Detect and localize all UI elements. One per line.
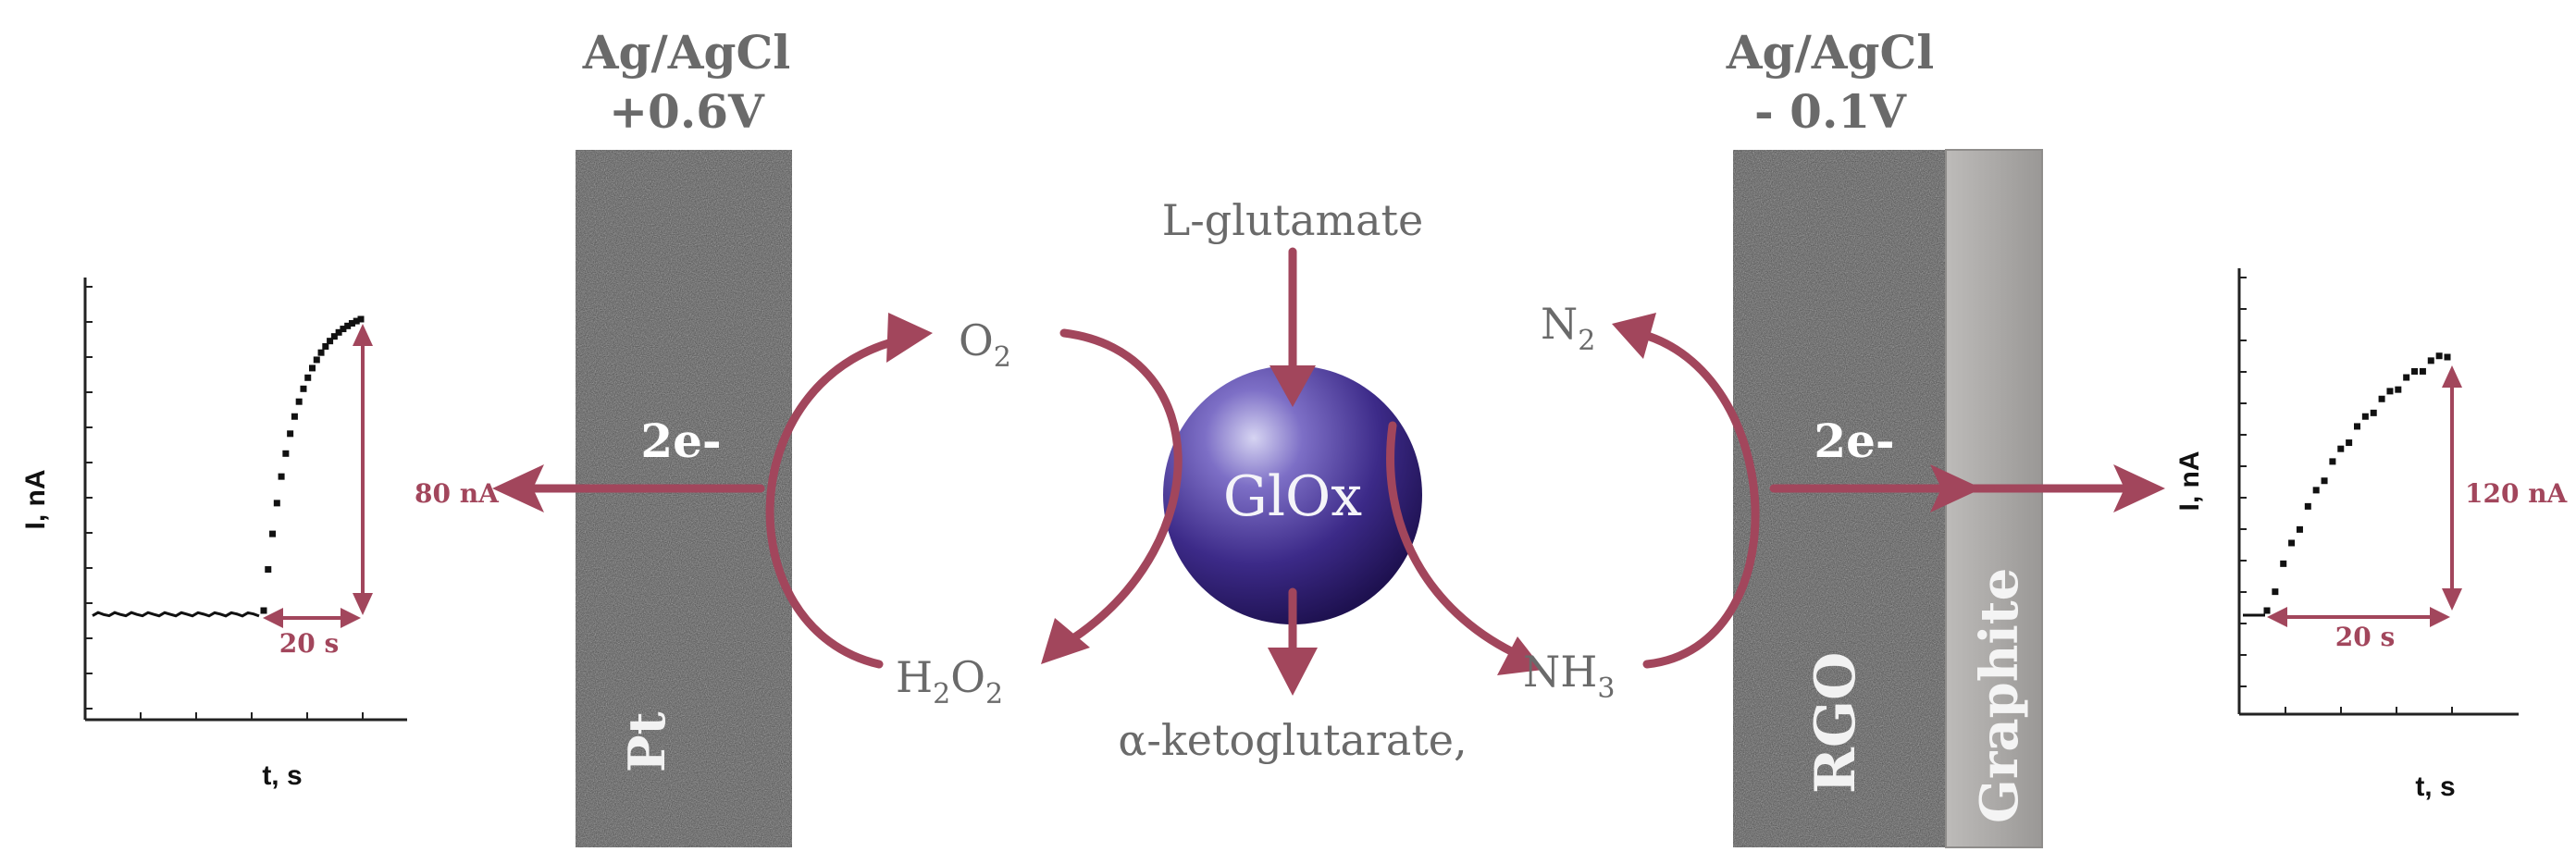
- right-trace-point: [2321, 477, 2328, 485]
- left-delta-time: 20 s: [279, 628, 339, 659]
- right-trace-point: [2386, 388, 2394, 395]
- nh3-label: NH3: [1523, 647, 1615, 705]
- right-reference-label: Ag/AgCl: [1726, 25, 1935, 80]
- left-trace-point: [265, 566, 272, 574]
- right-trace-point: [2304, 502, 2311, 510]
- right-delta-time: 20 s: [2335, 622, 2395, 652]
- left-trace-point: [269, 530, 277, 537]
- glox-label: GlOx: [1223, 464, 1362, 529]
- left-electrons-label: 2e-: [640, 414, 721, 468]
- left-trace-point: [344, 322, 352, 329]
- glox-enzyme: GlOx: [1163, 365, 1422, 624]
- right-trace-point: [2296, 525, 2303, 533]
- right-trace-point: [2378, 395, 2385, 402]
- left-trace-point: [313, 356, 320, 364]
- right-trace-point: [2337, 445, 2345, 452]
- right-trace-point: [2419, 367, 2426, 375]
- right-electrons-label: 2e-: [1814, 414, 1894, 468]
- right-delta-current: 120 nA: [2465, 478, 2569, 509]
- rgo-electrode: RGO: [1733, 150, 1946, 847]
- left-trace-point: [273, 500, 280, 507]
- pt-label: Pt: [617, 711, 676, 772]
- left-trace-point: [317, 349, 325, 356]
- right-trace-point: [2329, 458, 2336, 465]
- o2-h2o2-arc: [1059, 328, 1183, 643]
- l-glutamate-label: L-glutamate: [1162, 195, 1424, 245]
- alpha-ketoglutarate-label: α-ketoglutarate,: [1118, 715, 1467, 765]
- left-graph-xlabel: t, s: [262, 760, 302, 791]
- left-trace-point: [335, 328, 342, 336]
- right-trace-point: [2354, 423, 2360, 430]
- right-trace-point: [2403, 374, 2410, 381]
- left-current-graph: 80 nA 20 s I, nA t, s: [20, 278, 500, 791]
- right-trace-point: [2395, 386, 2402, 393]
- right-trace-point: [2370, 409, 2377, 416]
- nh3-arc: [1386, 421, 1517, 657]
- left-trace-point: [330, 333, 338, 340]
- pt-electrode: Pt: [576, 150, 792, 847]
- left-trace-point: [300, 385, 307, 392]
- right-graph-ylabel: I, nA: [2174, 451, 2205, 512]
- left-trace-point: [287, 430, 294, 438]
- left-trace-point: [353, 317, 360, 325]
- graphite-substrate: Graphite: [1945, 149, 2043, 848]
- right-trace-point: [2427, 357, 2434, 364]
- right-trace-point: [2288, 539, 2296, 547]
- arrowheads: [492, 313, 2165, 696]
- left-trace-point: [260, 607, 267, 614]
- left-potential-label: +0.6V: [609, 84, 765, 139]
- left-reference-label: Ag/AgCl: [582, 25, 791, 80]
- left-trace-point: [304, 374, 312, 381]
- right-current-graph: 120 nA 20 s I, nA t, s: [2174, 268, 2569, 802]
- right-trace-point: [2411, 367, 2419, 375]
- n2-label: N2: [1541, 299, 1595, 357]
- left-baseline-trace: [92, 611, 260, 618]
- left-graph-ylabel: I, nA: [20, 470, 51, 530]
- o2-label: O2: [959, 315, 1011, 374]
- right-trace-point: [2346, 439, 2353, 447]
- right-trace-point: [2280, 560, 2287, 567]
- right-trace-point: [2272, 588, 2279, 596]
- right-trace-point: [2312, 487, 2320, 494]
- left-trace-point: [348, 320, 355, 327]
- left-trace-point: [340, 326, 347, 333]
- left-trace-point: [322, 342, 329, 350]
- h2o2-label: H2O2: [896, 652, 1003, 710]
- pt-redox-curve: [765, 333, 916, 669]
- left-delta-current: 80 nA: [415, 478, 500, 509]
- left-trace-point: [295, 398, 303, 405]
- rgo-redox-curve: [1633, 328, 1760, 669]
- left-trace-point: [282, 450, 290, 457]
- left-trace-point: [278, 473, 285, 480]
- left-trace-point: [357, 315, 365, 323]
- right-potential-label: - 0.1V: [1754, 84, 1907, 139]
- right-trace-point: [2361, 413, 2369, 420]
- left-trace-point: [309, 364, 316, 372]
- right-trace-point: [2444, 353, 2451, 361]
- left-trace-point: [327, 338, 334, 345]
- graphite-label: Graphite: [1969, 568, 2030, 823]
- rgo-label: RGO: [1803, 652, 1868, 794]
- right-trace-point: [2263, 607, 2271, 614]
- right-graph-xlabel: t, s: [2415, 772, 2455, 802]
- right-trace-point: [2435, 352, 2443, 360]
- left-trace-point: [291, 413, 298, 420]
